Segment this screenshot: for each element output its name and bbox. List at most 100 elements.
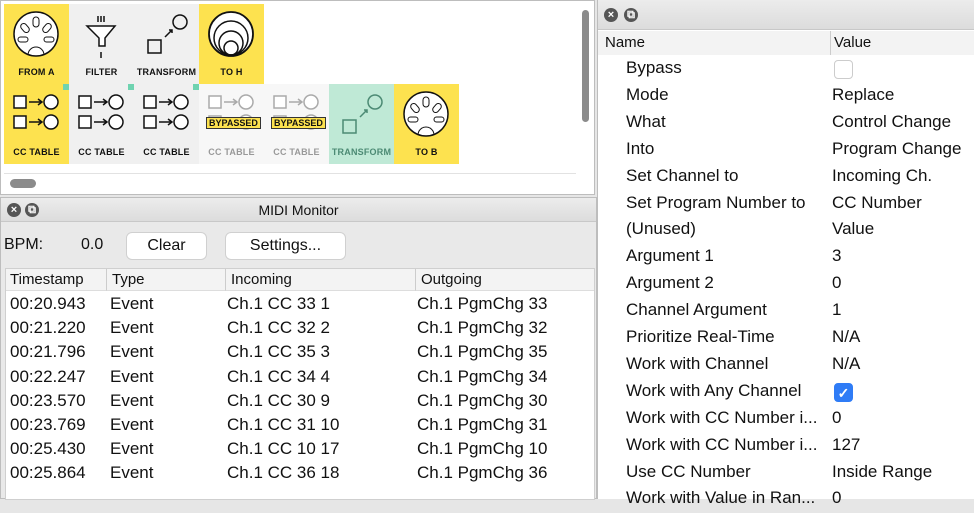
- undock-icon[interactable]: ⧉: [624, 8, 638, 22]
- property-value[interactable]: CC Number: [832, 192, 922, 212]
- cc-table-icon: [273, 94, 319, 130]
- property-row[interactable]: Work with Value in Ran... 0: [598, 486, 974, 513]
- block-to-b[interactable]: TO B: [394, 84, 459, 164]
- bpm-label: BPM:: [4, 236, 44, 253]
- property-row[interactable]: (Unused) Value: [598, 217, 974, 244]
- host-port-icon: [208, 11, 254, 57]
- property-checkbox[interactable]: ✓: [834, 382, 853, 402]
- property-row[interactable]: Argument 2 0: [598, 271, 974, 298]
- table-cell: Event: [110, 439, 154, 459]
- table-cell: Ch.1 CC 36 18: [227, 463, 340, 483]
- table-cell: Ch.1 CC 35 3: [227, 342, 330, 362]
- property-name: Use CC Number: [626, 461, 751, 481]
- block-transform[interactable]: TRANSFORM: [134, 4, 199, 84]
- block-cc-table[interactable]: CC TABLE: [4, 84, 69, 164]
- column-header-name[interactable]: Name: [605, 34, 646, 51]
- clear-button[interactable]: Clear: [126, 232, 207, 260]
- vertical-scrollbar[interactable]: [579, 7, 591, 179]
- property-value[interactable]: 0: [832, 488, 842, 508]
- property-value[interactable]: Inside Range: [832, 461, 933, 481]
- property-value[interactable]: N/A: [832, 327, 861, 346]
- property-value[interactable]: 127: [832, 434, 861, 454]
- bpm-value: 0.0: [81, 236, 104, 253]
- settings-button[interactable]: Settings...: [225, 232, 346, 260]
- undock-icon[interactable]: ⧉: [25, 203, 39, 217]
- block-transform[interactable]: TRANSFORM: [329, 84, 394, 164]
- column-header-type[interactable]: Type: [106, 269, 225, 291]
- property-value[interactable]: Replace: [832, 84, 895, 104]
- table-cell: Ch.1 CC 31 10: [227, 415, 340, 434]
- property-row[interactable]: Use CC Number Inside Range: [598, 460, 974, 487]
- property-value[interactable]: 0: [832, 273, 842, 293]
- property-value[interactable]: 1: [832, 300, 842, 320]
- property-row[interactable]: Set Program Number to CC Number: [598, 191, 974, 218]
- column-header-timestamp[interactable]: Timestamp: [6, 269, 106, 291]
- table-cell: Event: [110, 366, 154, 386]
- property-name: Set Program Number to: [626, 192, 806, 212]
- connection-port[interactable]: [193, 84, 199, 90]
- table-cell: 00:21.220: [10, 318, 86, 338]
- table-cell: Event: [110, 318, 154, 338]
- property-name: Channel Argument: [626, 300, 767, 320]
- column-header-outgoing[interactable]: Outgoing: [415, 269, 594, 291]
- property-row[interactable]: Bypass: [598, 56, 974, 83]
- property-row[interactable]: Work with CC Number i...0: [598, 406, 974, 433]
- property-name: (Unused): [626, 219, 696, 239]
- midi-din-icon: [403, 91, 449, 137]
- panel-title: MIDI Monitor: [1, 198, 596, 222]
- property-row[interactable]: Work with CC Number i...127: [598, 433, 974, 460]
- close-icon[interactable]: ×: [604, 8, 618, 22]
- property-name: Argument 2: [626, 273, 714, 293]
- property-name: Into: [626, 138, 655, 158]
- column-header-value[interactable]: Value: [830, 31, 871, 55]
- block-filter[interactable]: FILTER: [69, 4, 134, 84]
- connection-port[interactable]: [63, 84, 69, 90]
- property-checkbox[interactable]: [834, 60, 853, 79]
- connection-port[interactable]: [128, 84, 134, 90]
- table-cell: Ch.1 PgmChg 32: [417, 318, 548, 338]
- property-row[interactable]: Channel Argument 1: [598, 298, 974, 325]
- block-cc-table[interactable]: CC TABLE: [134, 84, 199, 164]
- table-cell: Event: [110, 390, 154, 410]
- horizontal-scrollbar[interactable]: [4, 173, 576, 191]
- property-value[interactable]: Incoming Ch.: [832, 165, 933, 185]
- scroll-thumb[interactable]: [10, 179, 36, 188]
- panel-title-bar: [598, 0, 974, 30]
- property-name: Work with Value in Ran...: [626, 488, 816, 508]
- block-cc-table[interactable]: CC TABLE: [69, 84, 134, 164]
- property-value[interactable]: Control Change: [832, 111, 952, 131]
- property-value[interactable]: N/A: [832, 353, 861, 373]
- block-to-h[interactable]: TO H: [199, 4, 264, 84]
- property-value[interactable]: 0: [832, 407, 842, 427]
- table-cell: 00:23.769: [10, 415, 86, 434]
- property-row[interactable]: Work with Any Channel✓: [598, 379, 974, 406]
- property-row[interactable]: Into Program Change: [598, 137, 974, 164]
- property-value[interactable]: Value: [832, 219, 875, 239]
- scroll-thumb[interactable]: [582, 10, 589, 122]
- block-label: TO B: [415, 147, 438, 157]
- close-icon[interactable]: ×: [7, 203, 21, 217]
- block-from-a[interactable]: FROM A: [4, 4, 69, 84]
- block-label: FILTER: [85, 67, 118, 77]
- property-value[interactable]: 3: [832, 246, 842, 266]
- column-header-incoming[interactable]: Incoming: [225, 269, 415, 291]
- property-value[interactable]: Program Change: [832, 138, 962, 158]
- bypassed-badge: BYPASSED: [206, 117, 261, 129]
